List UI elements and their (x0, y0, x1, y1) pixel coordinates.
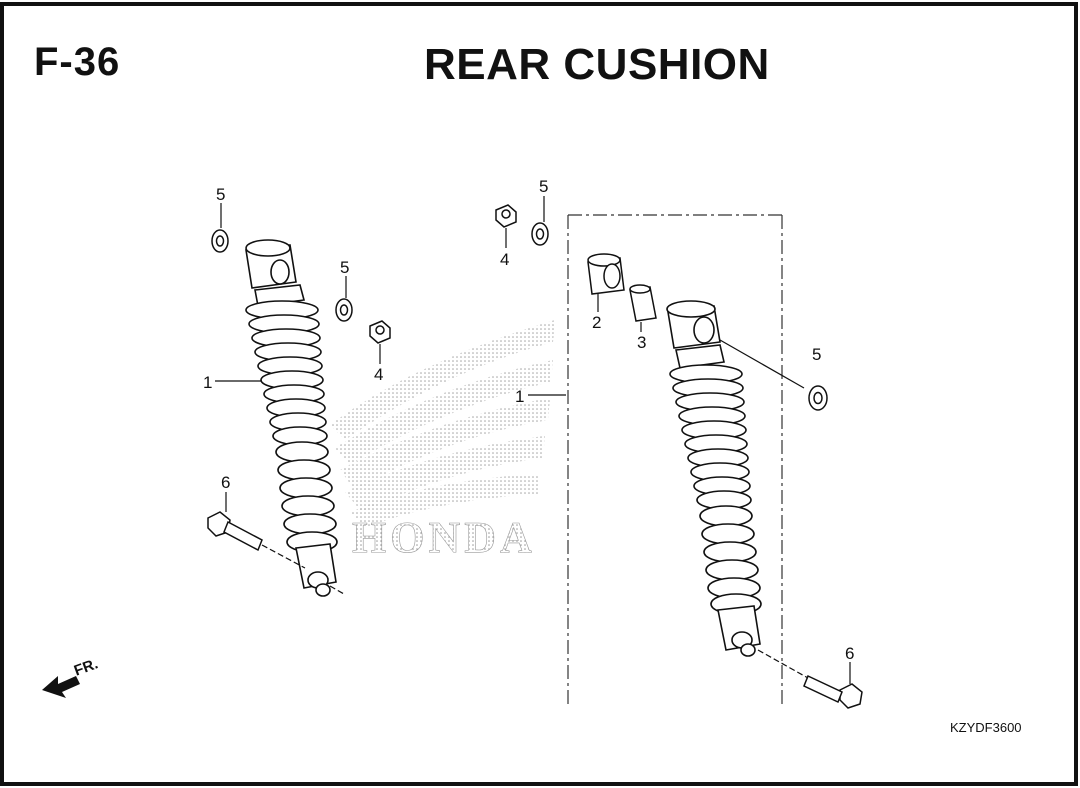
bushing-collar-parts (587, 253, 657, 322)
callout-2: 2 (592, 313, 602, 332)
left-spring (245, 300, 338, 553)
callout-1-left: 1 (203, 373, 213, 392)
callout-4-top: 4 (500, 250, 510, 269)
callout-5-topleft: 5 (216, 185, 226, 204)
callout-5-top: 5 (539, 177, 549, 196)
callout-3: 3 (637, 333, 647, 352)
page-title: REAR CUSHION (424, 40, 770, 89)
front-arrow-icon (42, 676, 80, 698)
leader-lines (215, 196, 851, 684)
honda-wing-watermark (330, 320, 555, 528)
bolt-left-shank (223, 520, 263, 552)
diagram-code: KZYDF3600 (950, 720, 1022, 735)
callout-1-right: 1 (515, 387, 525, 406)
nut-parts (369, 204, 517, 344)
section-code: F-36 (34, 40, 121, 84)
callout-6-left: 6 (221, 473, 231, 492)
bolt-right-head (839, 683, 863, 709)
right-spring (669, 364, 762, 615)
callout-5-right: 5 (812, 345, 822, 364)
washer-parts (211, 222, 828, 411)
honda-brand-watermark: HONDA (352, 513, 536, 562)
assembly-outline (567, 214, 783, 705)
callout-6-right: 6 (845, 644, 855, 663)
callout-4-mid: 4 (374, 365, 384, 384)
rear-cushion-left (245, 239, 338, 597)
rear-cushion-right (666, 300, 762, 657)
callout-5-midleft: 5 (340, 258, 350, 277)
bolt-parts (207, 511, 863, 709)
bolt-right-shank (803, 674, 843, 704)
